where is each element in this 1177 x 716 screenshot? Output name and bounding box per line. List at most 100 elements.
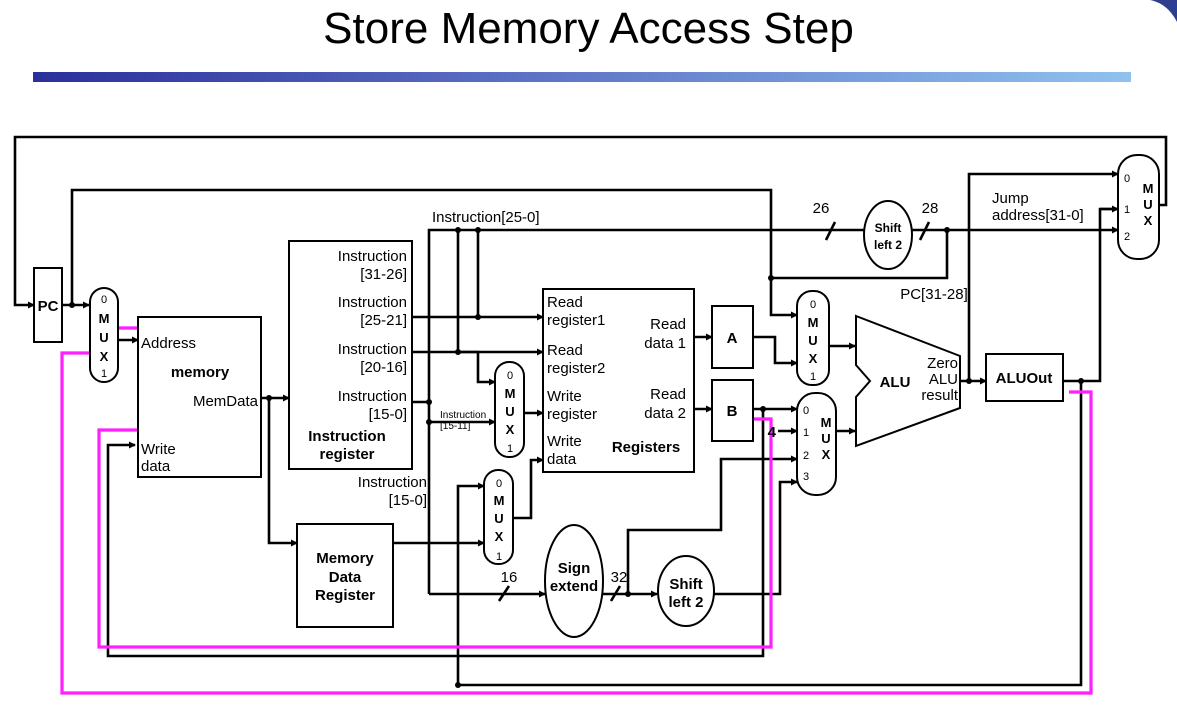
diagram-label: U — [808, 333, 817, 348]
wire-tap-rt — [456, 230, 496, 386]
diagram-label: Read — [547, 342, 583, 359]
diagram-label: [25-21] — [360, 312, 407, 329]
sign-extend — [544, 524, 604, 638]
diagram-label: Instruction — [338, 388, 407, 405]
diagram-label: Data — [329, 569, 362, 586]
diagram-label: data 1 — [644, 335, 686, 352]
diagram-label: X — [495, 529, 504, 544]
wire-pc-to-alusrca-in — [769, 278, 798, 319]
diagram-label: Instruction — [358, 474, 427, 491]
diagram-label: Write — [141, 441, 176, 458]
diagram-label: 1 — [810, 371, 816, 383]
diagram-label: Memory — [316, 550, 374, 567]
diagram-label: [15-0] — [389, 492, 427, 509]
slide-title: Store Memory Access Step — [323, 4, 854, 53]
diagram-label: PC[31-28] — [900, 286, 968, 303]
diagram-label: Write — [547, 433, 582, 450]
diagram-label: Registers — [612, 439, 680, 456]
highlight-b-to-writedata — [97, 417, 773, 649]
diagram-label: X — [822, 447, 831, 462]
register-a — [711, 305, 754, 369]
title-underline-bar — [33, 72, 1131, 82]
diagram-label: X — [100, 349, 109, 364]
diagram-label: Shift — [875, 221, 902, 235]
wire-shift-bottom-out — [713, 478, 798, 596]
diagram-label: ALU — [929, 371, 958, 388]
alusrca-mux — [796, 290, 830, 386]
diagram-label: Instruction — [338, 294, 407, 311]
diagram-label: 1 — [101, 368, 107, 380]
diagram-label: Instruction — [308, 428, 386, 445]
diagram-label: M — [99, 311, 110, 326]
diagram-label: Read — [650, 316, 686, 333]
diagram-label: register — [547, 406, 597, 423]
wire-b-to-writedata — [106, 409, 765, 658]
diagram-label: U — [494, 511, 503, 526]
diagram-label: 32 — [611, 569, 628, 586]
diagram-label: M — [505, 386, 516, 401]
diagram-label: 1 — [803, 427, 809, 439]
diagram-label: Read — [650, 386, 686, 403]
diagram-label: 1 — [496, 551, 502, 563]
diagram-label: Instruction — [440, 410, 486, 421]
instruction-register — [288, 240, 413, 470]
wire-pcsource-to-pc — [13, 135, 1168, 309]
wire-a-out — [753, 335, 798, 367]
diagram-label: 0 — [803, 405, 809, 417]
diagram-label: 0 — [810, 299, 816, 311]
diagram-label: X — [506, 422, 515, 437]
memory-name: memory — [171, 364, 230, 381]
shift-left-2-bottom — [657, 555, 715, 627]
diagram-label: result — [921, 387, 959, 404]
diagram-label: 28 — [922, 200, 939, 217]
diagram-label: 2 — [1124, 231, 1130, 243]
diagram-label: U — [1143, 197, 1152, 212]
diagram-label: [15-11] — [440, 421, 471, 432]
diagram-label: 1 — [1124, 204, 1130, 216]
shift-left-2-top — [863, 200, 913, 270]
wire-memdata-mdr — [267, 398, 298, 547]
diagram-label: 4 — [768, 424, 777, 441]
memory-block — [137, 316, 262, 478]
memory-data-register — [296, 523, 394, 628]
diagram-label: register2 — [547, 360, 605, 377]
diagram-label: [15-0] — [369, 406, 407, 423]
diagram-label: M — [821, 415, 832, 430]
diagram-label: 0 — [101, 294, 107, 306]
diagram-label: Zero — [927, 355, 958, 372]
diagram-label: extend — [550, 578, 598, 595]
wire-instr-25-0 — [427, 228, 864, 594]
wire-pc-to-alusrca — [70, 188, 949, 305]
pcsource-mux — [1117, 154, 1160, 260]
diagram-label: register — [319, 446, 374, 463]
junction-dots — [69, 227, 1084, 688]
register-b — [711, 379, 754, 442]
wire-memtoreg-out — [513, 456, 544, 520]
diagram-label: U — [99, 330, 108, 345]
diagram-label: ALU — [880, 374, 911, 391]
diagram-label: address[31-0] — [992, 207, 1084, 224]
diagram-label: 0 — [507, 370, 513, 382]
diagram-label: 3 — [803, 471, 809, 483]
register-file — [542, 288, 695, 473]
diagram-label: Instruction — [338, 341, 407, 358]
bus-slashes — [497, 221, 931, 602]
diagram-label: U — [505, 404, 514, 419]
wire-signext-to-b2 — [626, 455, 798, 594]
diagram-label: data 2 — [644, 405, 686, 422]
memtoreg-mux — [483, 469, 514, 565]
wire-alu-to-pcsrc — [967, 170, 1119, 381]
iord-mux — [89, 287, 119, 383]
diagram-label: X — [809, 351, 818, 366]
diagram-label: Sign — [558, 560, 591, 577]
pc-label: PC — [38, 298, 59, 315]
diagram-label: [20-16] — [360, 359, 407, 376]
diagram-label: 0 — [1124, 173, 1130, 185]
memory-address-label: Address — [141, 335, 196, 352]
diagram-label: [31-26] — [360, 266, 407, 283]
diagram-label: data — [141, 458, 171, 475]
alu — [855, 314, 961, 448]
label-instr-25-0: Instruction[25-0] — [432, 209, 540, 226]
diagram-label: B — [727, 403, 738, 420]
